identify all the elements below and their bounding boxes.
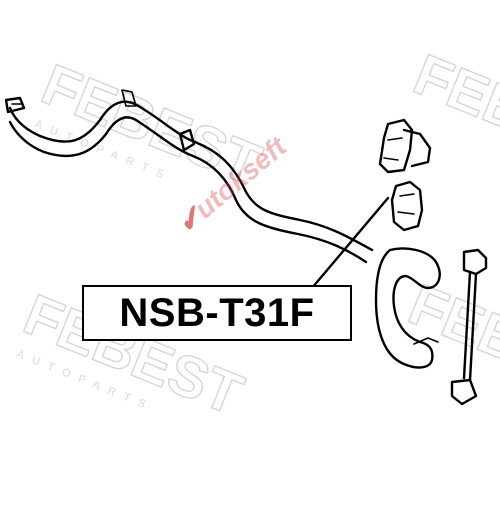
bushing-upper — [378, 118, 432, 174]
leader-line — [310, 196, 390, 290]
watermark-brand-right-top: FEBEST — [405, 42, 500, 188]
watermark-right-bottom: FEBEST — [399, 271, 500, 418]
stabilizer-link — [450, 248, 488, 406]
watermark-brand-right-bottom: FEBEST — [400, 272, 500, 418]
watermark-right-top: FEBEST — [404, 41, 500, 188]
bracket — [374, 247, 441, 369]
part-number-label: NSB-T31F — [82, 285, 352, 341]
stabilizer-bar — [4, 89, 374, 264]
bushing-main — [390, 180, 424, 232]
